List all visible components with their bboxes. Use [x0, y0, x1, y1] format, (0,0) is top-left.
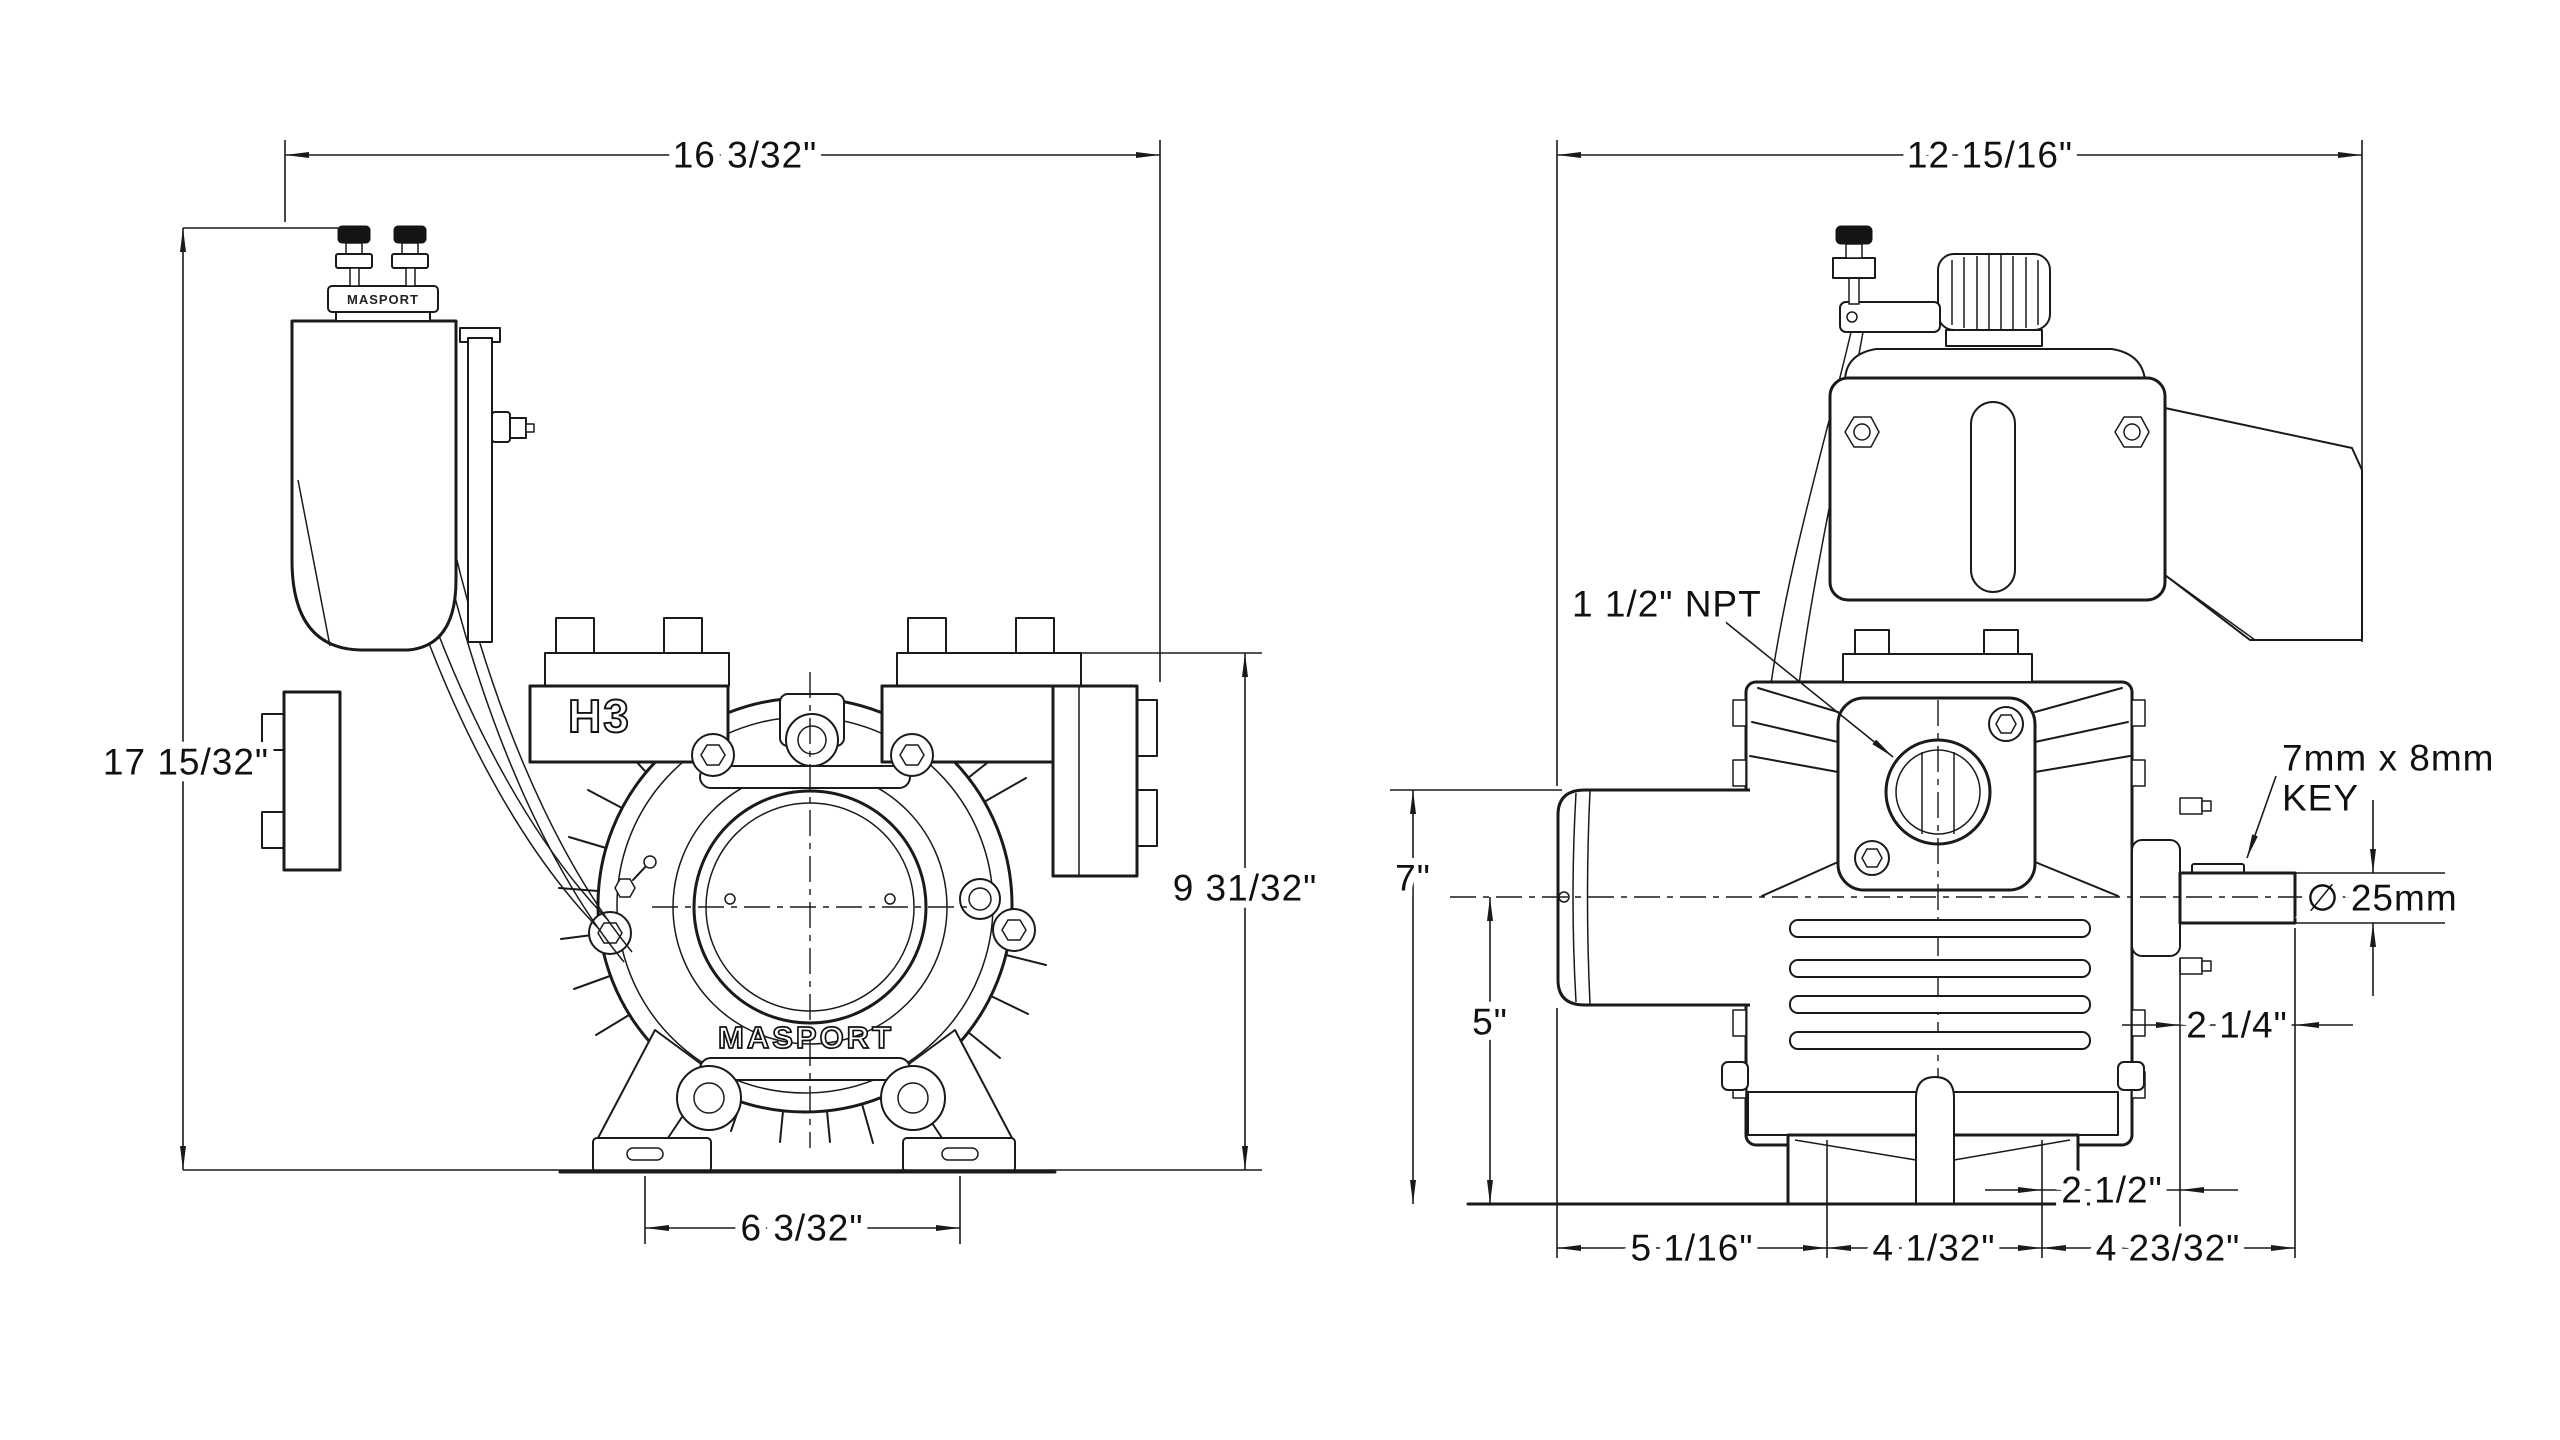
dim-rear-overhang: 4 23/32": [2042, 1221, 2295, 1276]
bearing-boss: [2131, 839, 2181, 957]
dim-height-centerline: 5": [1465, 897, 1514, 1204]
dim-front-foot-offset: 5 1/16": [1557, 1221, 1827, 1276]
callout-text: 7mm x 8mm: [2282, 738, 2495, 779]
dim-shaft-diameter: ∅ 25mm: [2295, 800, 2464, 996]
dim-text: 17 15/32": [103, 742, 269, 783]
dim-foot-to-face: 2 1/2": [1985, 1163, 2238, 1218]
front-view: H3: [96, 128, 1323, 1256]
front-view-dimensions: 16 3/32" 17 15/32" 9 31/32" 6 3/32": [96, 128, 1323, 1256]
dim-text: 9 31/32": [1173, 868, 1318, 909]
callout-text: KEY: [2282, 778, 2359, 819]
callout-text: 1 1/2" NPT: [1572, 584, 1762, 625]
dim-text: 5": [1472, 1002, 1508, 1043]
manifold: [528, 617, 1082, 767]
oiler-brand-plate: [327, 285, 439, 313]
side-body: [1732, 629, 2146, 1150]
dim-text: 2 1/2": [2061, 1170, 2162, 1211]
body-brand-logo: MASPORT: [718, 1020, 894, 1055]
oiler-collar: [335, 311, 431, 322]
dim-text: 5 1/16": [1630, 1228, 1753, 1269]
callout-shaft-key: 7mm x 8mm KEY: [2246, 731, 2501, 859]
oiler-tank: [290, 319, 458, 652]
dim-text: ∅ 25mm: [2306, 878, 2457, 919]
left-port-flange: [261, 690, 342, 872]
oiler-bracket: [467, 337, 493, 643]
drive-shaft: [2178, 871, 2297, 925]
side-view-dimensions: 12 15/16" 7" 5" 1 1/2" NPT 7mm x 8mm KEY: [1388, 128, 2501, 1276]
right-port-flange: [1051, 684, 1158, 878]
tank-slot: [1970, 401, 2016, 593]
oiler-feed-caps: [335, 225, 429, 287]
dim-overall-height: 17 15/32": [96, 227, 348, 1170]
dim-foot-slot-spacing: 4 1/32": [1827, 1221, 2042, 1276]
dim-text: 6 3/32": [740, 1208, 863, 1249]
rear-bracket: [2164, 407, 2363, 641]
oiler-assembly: MASPORT: [290, 225, 633, 963]
tank-bolt: [1844, 416, 1880, 448]
npt-port-flange: [1836, 696, 2037, 892]
filler-cap: [1937, 253, 2051, 347]
bracket-bolt: [491, 411, 535, 443]
side-fin-slots: [1789, 919, 2091, 1050]
dim-height-canister-top: 7": [1388, 789, 1562, 1204]
dim-text: 4 1/32": [1872, 1228, 1995, 1269]
shaft-assembly: [2131, 797, 2297, 975]
dim-shaft-length: 2 1/4": [2122, 928, 2353, 1258]
dim-text: 7": [1395, 858, 1431, 899]
vent-valve: [1832, 225, 1941, 333]
dim-overall-width: 16 3/32": [284, 128, 1161, 682]
oiler-knob: [393, 225, 427, 244]
dim-text: 2 1/4": [2186, 1005, 2287, 1046]
housing-bolts: [588, 733, 1036, 1131]
dim-text: 12 15/16": [1907, 135, 2073, 176]
oiler-knob: [337, 225, 371, 244]
model-label: H3: [568, 690, 631, 742]
grease-fitting: [614, 855, 657, 898]
center-channel: [1915, 1076, 1955, 1204]
callout-npt-port: 1 1/2" NPT: [1565, 577, 1894, 758]
tank-bolt: [2114, 416, 2150, 448]
dim-text: 16 3/32": [673, 135, 818, 176]
upper-rib-slot: [699, 765, 911, 789]
side-view: 12 15/16" 7" 5" 1 1/2" NPT 7mm x 8mm KEY: [1388, 128, 2501, 1276]
bottom-dimension-row: 5 1/16" 4 1/32" 4 23/32": [1556, 1008, 2295, 1276]
oil-tank: [1828, 225, 2167, 602]
dim-text: 4 23/32": [2096, 1228, 2241, 1269]
vent-knob: [1835, 225, 1873, 245]
oiler-brand-label: MASPORT: [347, 292, 419, 307]
dim-foot-slot-spacing: 6 3/32": [644, 1176, 961, 1256]
oil-line: [1768, 331, 1852, 699]
side-fins: [1749, 687, 2131, 897]
dim-pump-height: 9 31/32": [1080, 652, 1323, 1170]
side-manifold: [1842, 653, 2033, 683]
dim-overall-depth: 12 15/16": [1556, 128, 2363, 786]
tank-dome: [1844, 348, 2146, 381]
